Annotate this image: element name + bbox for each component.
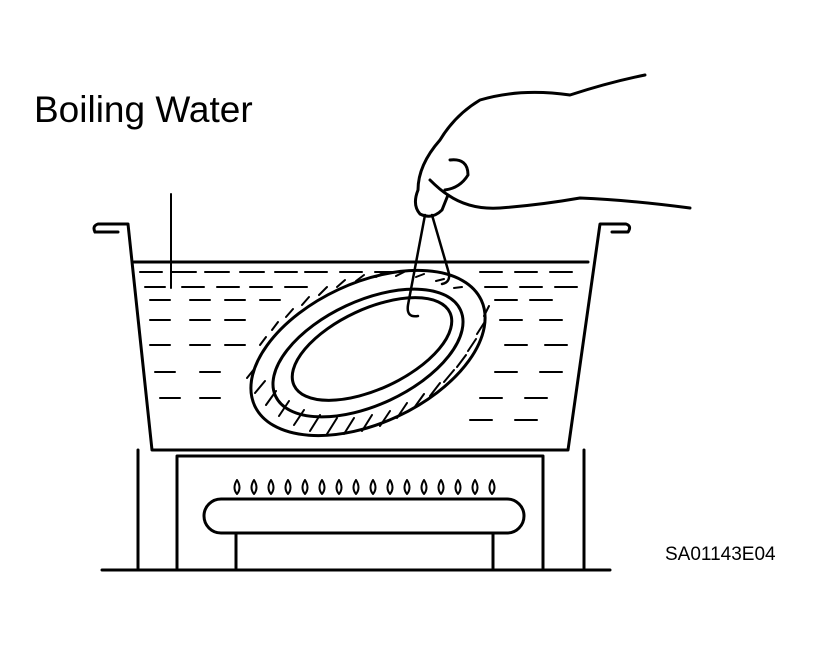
burner-icon — [175, 454, 545, 570]
flame-icon — [233, 479, 496, 495]
ring-gear-icon — [246, 268, 490, 438]
pot-icon — [92, 222, 632, 452]
stove-frame — [100, 448, 612, 572]
hand-icon — [413, 73, 692, 218]
wire-hanger — [406, 213, 451, 318]
figure-code: SA01143E04 — [665, 544, 776, 565]
boiling-water-label: Boiling Water — [34, 89, 253, 130]
